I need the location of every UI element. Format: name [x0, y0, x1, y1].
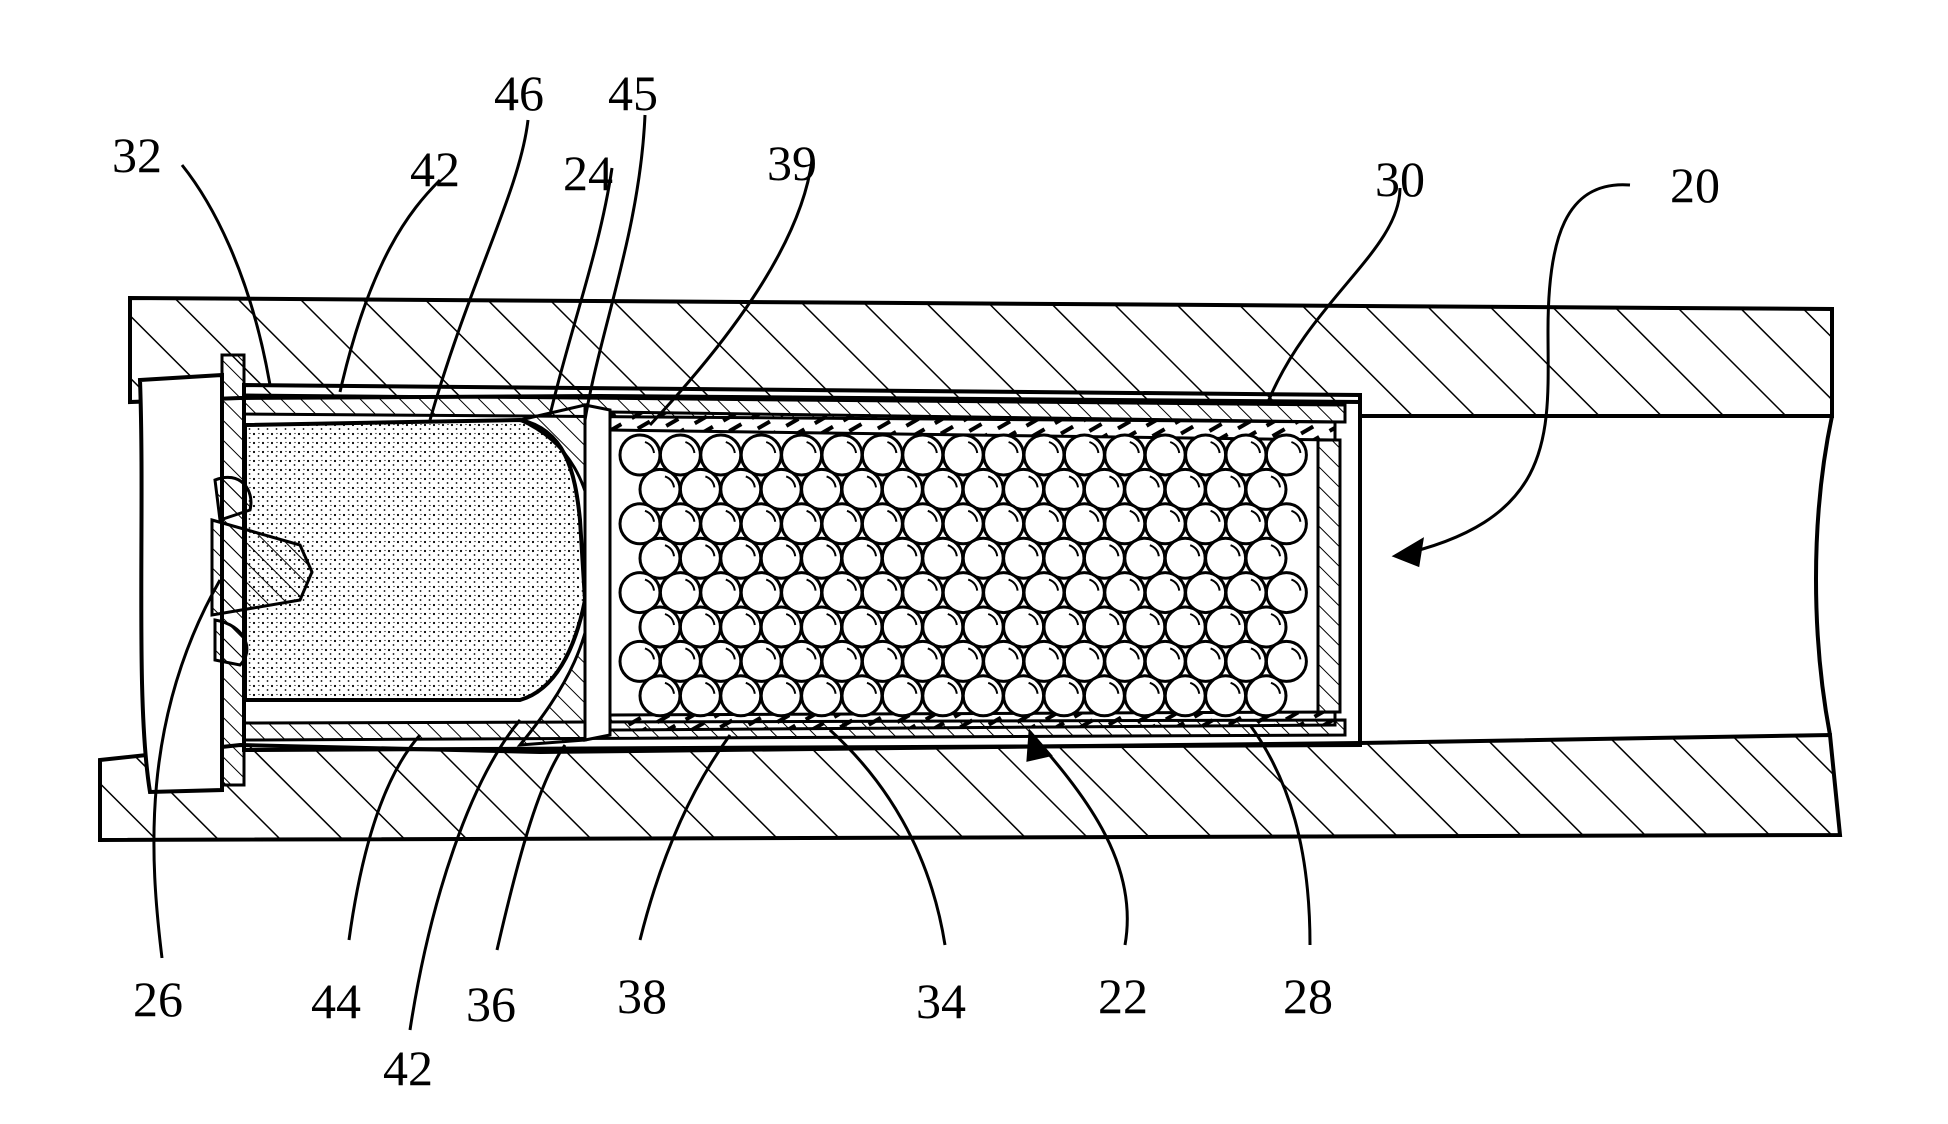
shot-pellet: [721, 676, 761, 716]
label-22: 22: [1098, 968, 1148, 1024]
shot-pellet: [842, 676, 882, 716]
shot-pellet: [882, 676, 922, 716]
label-42-bottom: 42: [383, 1040, 433, 1096]
shot-pellet: [1004, 676, 1044, 716]
label-42-top: 42: [410, 141, 460, 197]
shot-pellet: [963, 676, 1003, 716]
label-34: 34: [916, 973, 966, 1029]
label-28: 28: [1283, 968, 1333, 1024]
label-30: 30: [1375, 151, 1425, 207]
shot-pellets: [620, 435, 1306, 716]
label-32: 32: [112, 127, 162, 183]
bore-end-outline: [1816, 416, 1832, 735]
label-44: 44: [311, 973, 361, 1029]
shot-pellet: [802, 676, 842, 716]
shot-pellet: [1246, 676, 1286, 716]
shot-pellet: [1165, 676, 1205, 716]
shot-pellet: [761, 676, 801, 716]
label-45: 45: [608, 65, 658, 121]
shot-pellet: [1125, 676, 1165, 716]
shot-pellet: [680, 676, 720, 716]
shot-pellet: [1084, 676, 1124, 716]
label-24: 24: [563, 145, 613, 201]
label-46: 46: [494, 65, 544, 121]
label-39: 39: [767, 135, 817, 191]
shot-pellet: [640, 676, 680, 716]
label-26: 26: [133, 971, 183, 1027]
shot-pellet: [1044, 676, 1084, 716]
shot-pellet: [1206, 676, 1246, 716]
shot-pellet: [923, 676, 963, 716]
label-38: 38: [617, 968, 667, 1024]
label-20: 20: [1670, 157, 1720, 213]
label-36: 36: [466, 976, 516, 1032]
